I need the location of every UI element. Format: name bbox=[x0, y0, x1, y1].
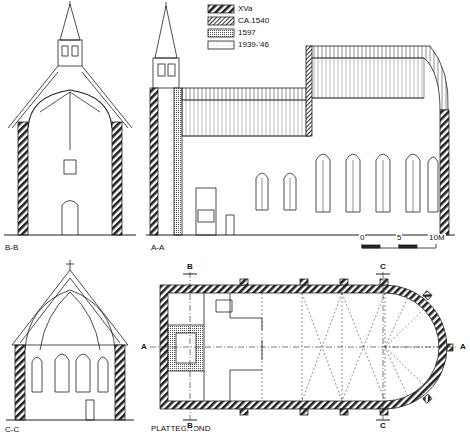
section-title: A-A bbox=[150, 244, 165, 252]
scale-number: 10M bbox=[428, 234, 446, 242]
legend-text: 1597 bbox=[238, 29, 256, 37]
scale-number: 5 bbox=[396, 234, 402, 242]
section-b-b bbox=[4, 1, 136, 235]
section-mark: A bbox=[459, 343, 467, 351]
section-mark: C bbox=[379, 422, 387, 430]
section-title: B-B bbox=[4, 244, 19, 252]
scale-number: 0 bbox=[359, 234, 365, 242]
section-mark: B bbox=[186, 422, 194, 430]
section-a-a bbox=[146, 2, 455, 235]
legend-text: 1939-'46 bbox=[238, 41, 269, 49]
plan-title: PLATTEGROND bbox=[150, 425, 211, 433]
section-mark: C bbox=[379, 263, 387, 271]
section-title: C-C bbox=[4, 426, 20, 434]
scale-bar bbox=[362, 244, 436, 248]
floor-plan bbox=[150, 272, 458, 420]
legend-text: CA.1540 bbox=[238, 17, 269, 25]
section-mark: A bbox=[140, 343, 148, 351]
legend-text: XVa bbox=[238, 5, 253, 13]
section-c-c bbox=[6, 260, 134, 420]
legend-swatches bbox=[208, 5, 234, 49]
section-mark: B bbox=[186, 263, 194, 271]
